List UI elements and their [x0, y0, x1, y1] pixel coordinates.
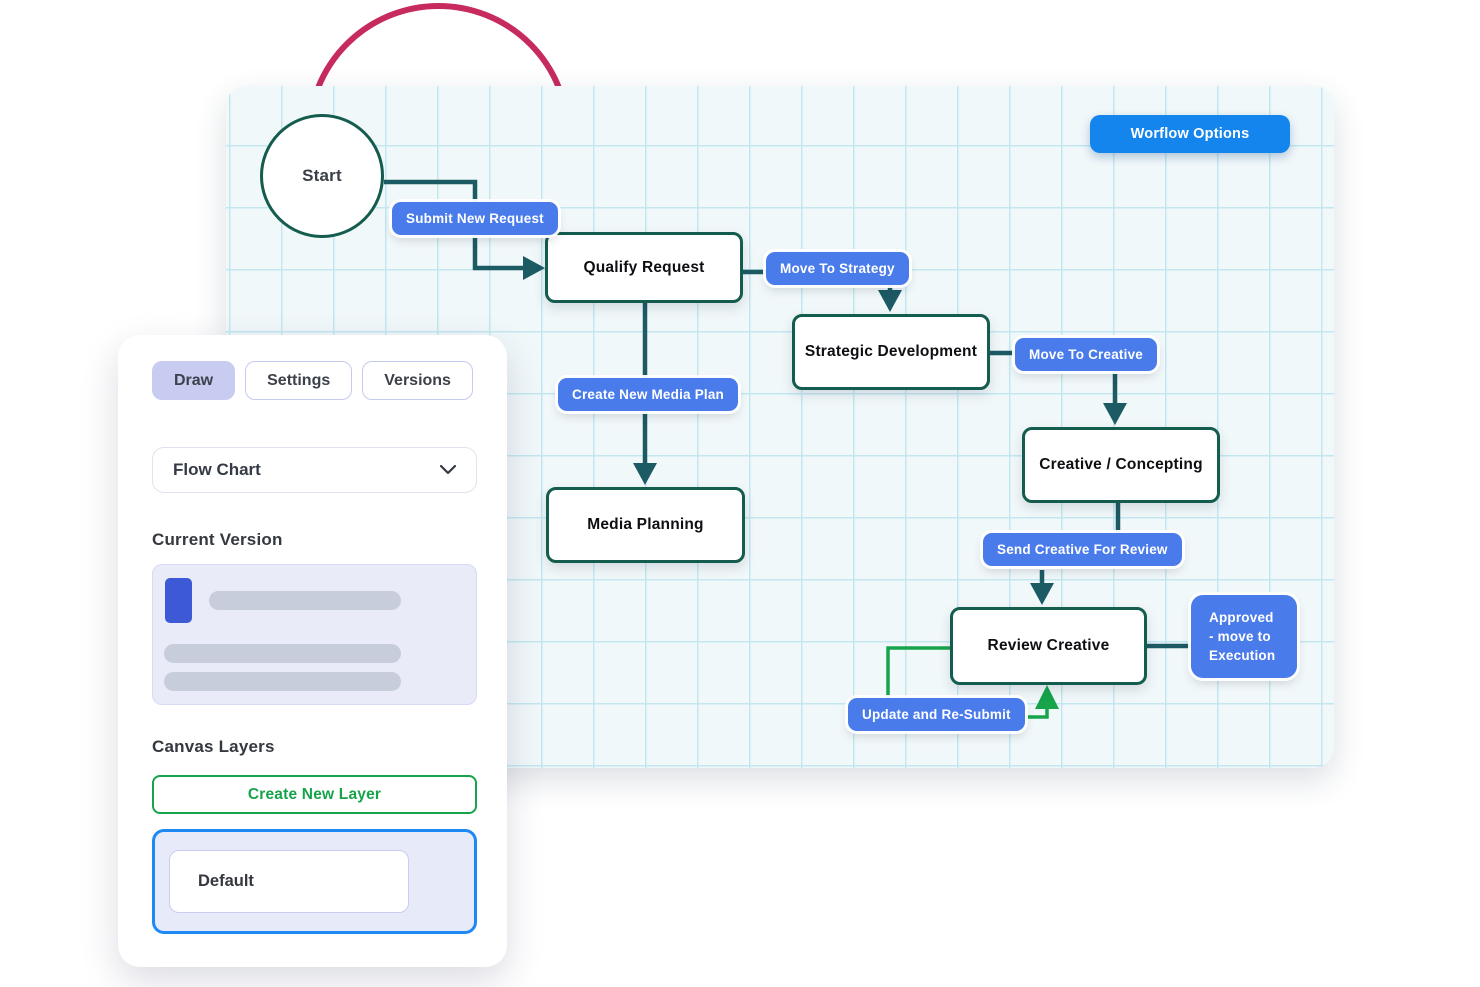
edge-label-update-and-resubmit[interactable]: Update and Re-Submit: [848, 698, 1025, 731]
edge-label-move-to-strategy[interactable]: Move To Strategy: [766, 252, 909, 285]
canvas-layers-heading: Canvas Layers: [152, 737, 275, 756]
node-start[interactable]: Start: [260, 114, 384, 238]
version-placeholder-bar: [209, 591, 401, 610]
version-placeholder-bar: [164, 644, 401, 663]
edge-label-approved-move-to-execution[interactable]: Approved - move to Execution: [1191, 595, 1297, 678]
tab-versions[interactable]: Versions: [362, 361, 473, 400]
version-thumbnail: [165, 578, 192, 623]
edge-label-submit-new-request[interactable]: Submit New Request: [392, 202, 558, 235]
version-placeholder-bar: [164, 672, 401, 691]
node-creative-concepting[interactable]: Creative / Concepting: [1022, 427, 1220, 503]
current-version-card[interactable]: [152, 564, 477, 705]
edge-label-create-new-media-plan[interactable]: Create New Media Plan: [558, 378, 739, 411]
node-qualify-request[interactable]: Qualify Request: [545, 232, 743, 303]
create-new-layer-button[interactable]: Create New Layer: [152, 775, 477, 814]
sidebar-panel: Draw Settings Versions Flow Chart Curren…: [118, 335, 507, 967]
current-version-heading: Current Version: [152, 530, 283, 549]
node-review-creative[interactable]: Review Creative: [950, 607, 1147, 685]
node-media-planning[interactable]: Media Planning: [546, 487, 745, 563]
diagram-type-value: Flow Chart: [173, 460, 261, 479]
panel-tabs: Draw Settings Versions: [152, 361, 477, 400]
edge-label-move-to-creative[interactable]: Move To Creative: [1015, 338, 1157, 371]
layer-card-default[interactable]: Default: [169, 850, 409, 913]
node-strategic-development[interactable]: Strategic Development: [792, 314, 990, 390]
chevron-down-icon: [440, 465, 456, 475]
workflow-options-button[interactable]: Worflow Options: [1090, 115, 1290, 153]
tab-settings[interactable]: Settings: [245, 361, 353, 400]
edge-label-send-creative-for-review[interactable]: Send Creative For Review: [983, 533, 1182, 566]
layer-item-selected[interactable]: Default: [152, 829, 477, 934]
diagram-type-select[interactable]: Flow Chart: [152, 447, 477, 493]
tab-draw[interactable]: Draw: [152, 361, 236, 400]
